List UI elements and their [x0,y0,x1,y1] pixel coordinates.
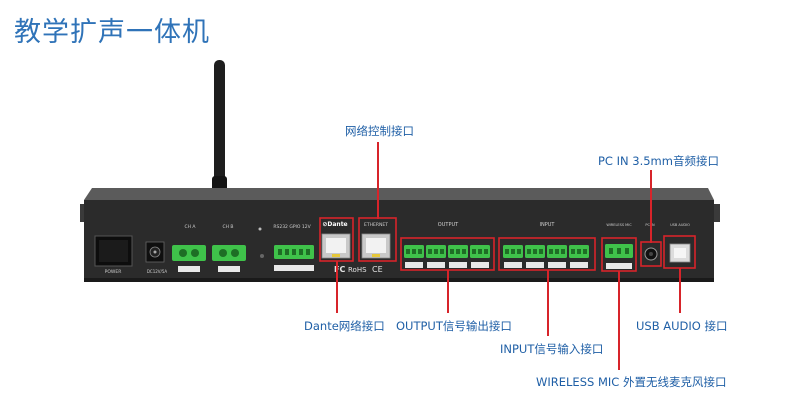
output-terminal-2 [426,245,446,268]
callout-wireless: WIRELESS MIC 外置无线麦克风接口 [536,375,727,389]
usb-label: USB AUDIO [670,223,690,227]
page-title: 教学扩声一体机 [14,17,210,48]
dc-label: DC12V/5A [147,269,168,274]
dc-jack [145,241,165,263]
ethernet-label: ETHERNET [364,222,388,228]
callout-output: OUTPUT信号输出接口 [396,319,512,333]
rohs-mark: RoHS [348,266,367,274]
output-terminal-3 [448,245,468,268]
input-terminal-2 [525,245,545,268]
leader-pc-in [650,170,652,243]
fc-mark: FC [334,265,345,274]
antenna [214,60,225,198]
callout-dante: Dante网络接口 [304,319,385,333]
leader-usb [679,268,681,313]
output-terminal-4 [470,245,490,268]
leader-network [377,142,379,219]
leader-input [547,270,549,336]
gpio-terminal [274,245,314,271]
output-terminal-1 [404,245,424,268]
ch-a-label: CH A [184,224,196,230]
dante-logo: ⊘Dante [322,221,347,228]
leader-wireless [618,271,620,370]
wireless-label: WIRELESS MIC [606,223,632,227]
power-label: POWER [105,269,122,275]
leader-output [447,270,449,313]
output-terminals [404,245,490,268]
ce-mark: CE [372,265,383,274]
callout-pc-in: PC IN 3.5mm音频接口 [598,154,719,168]
gpio-label: RS232 GPIO 12V [273,224,311,230]
chassis-top [84,188,714,200]
output-label: OUTPUT [438,222,459,228]
input-terminal-1 [503,245,523,268]
input-terminals [503,245,589,268]
callout-usb: USB AUDIO 接口 [636,319,728,333]
leader-dante [336,261,338,313]
input-label: INPUT [540,222,556,228]
speaker-terminal-ch-a [172,245,206,272]
input-terminal-4 [569,245,589,268]
wireless-terminal [605,244,633,269]
dante-port [321,233,351,259]
pc-in-jack [644,247,658,261]
power-switch [94,235,133,267]
usb-port [669,243,691,263]
input-terminal-3 [547,245,567,268]
callout-network-control: 网络控制接口 [345,124,414,138]
ethernet-port [361,233,391,259]
ch-b-label: CH B [222,224,233,230]
speaker-terminal-ch-b [212,245,246,272]
callout-input: INPUT信号输入接口 [500,342,604,356]
